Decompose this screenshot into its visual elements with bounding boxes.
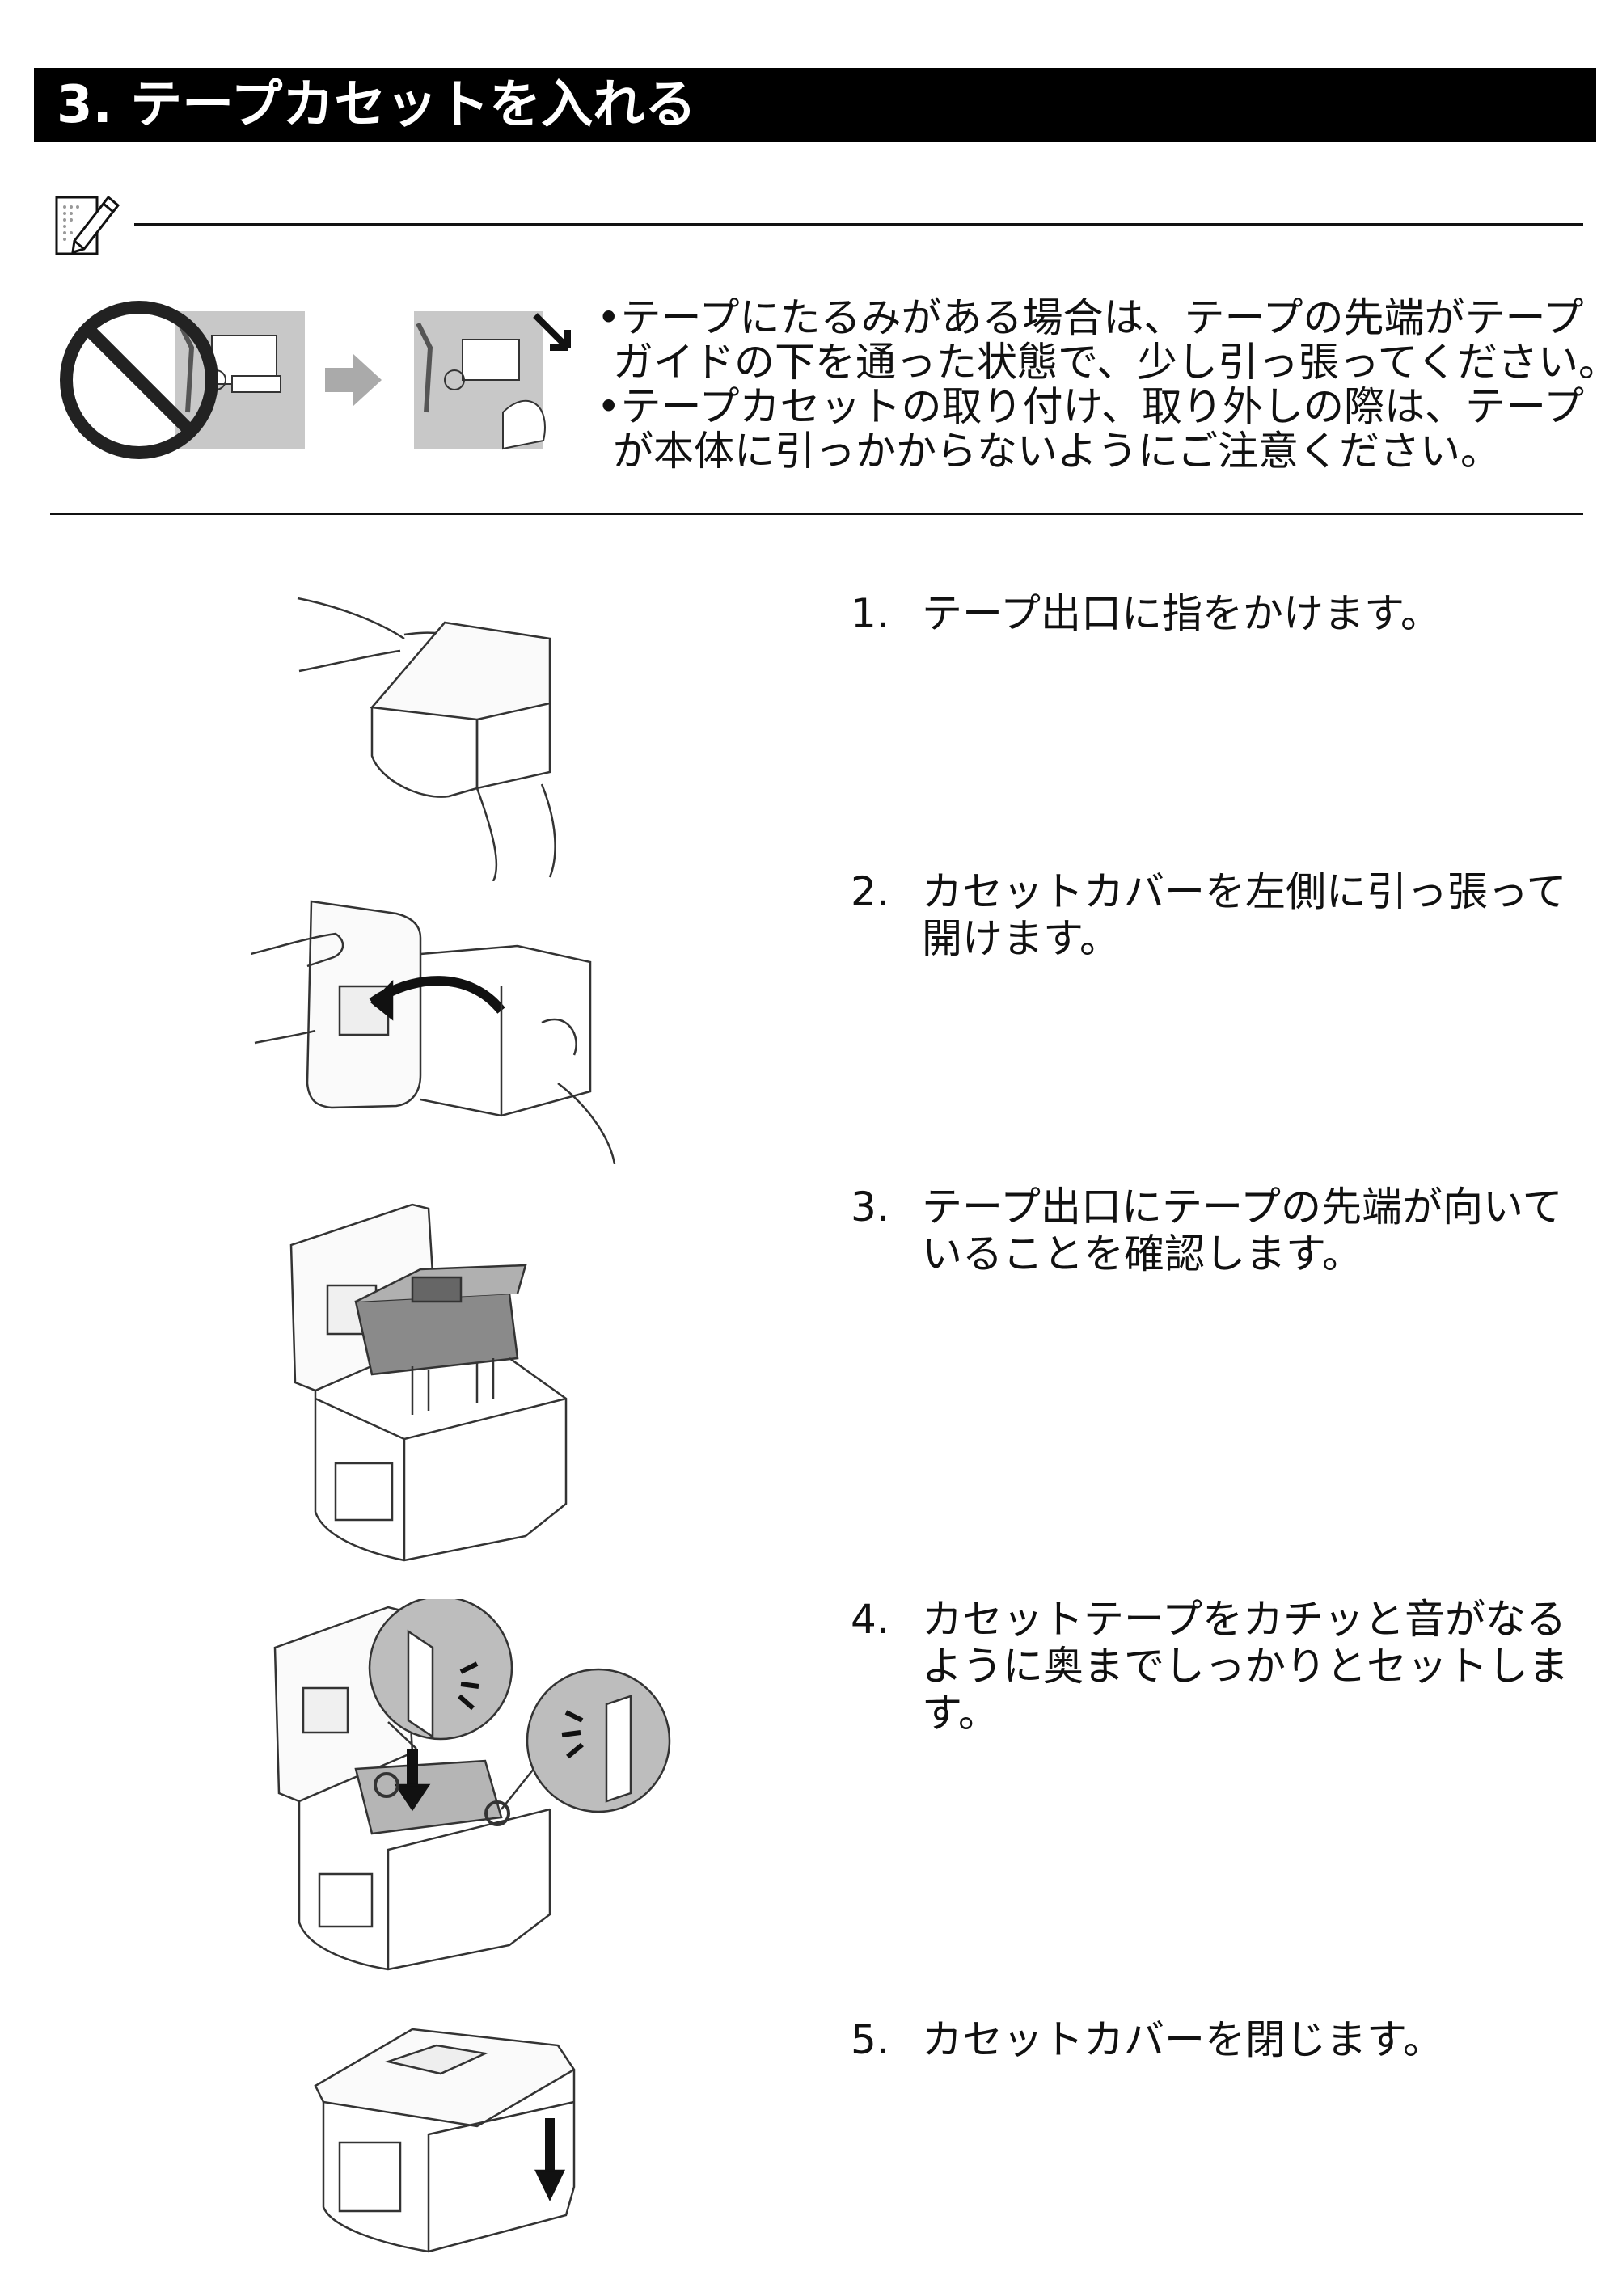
step-3: 3. テープ出口にテープの先端が向いて いることを確認します。 [851, 1184, 1595, 1281]
note-text: •テープにたるみがある場合は、テープの先端がテープ ガイドの下を通った状態で、少… [597, 294, 1618, 475]
step-number: 5. [851, 2016, 889, 2063]
step-number: 1. [851, 590, 889, 637]
step-text: テープ出口にテープの先端が向いて [922, 1184, 1563, 1230]
step-text: テープ出口に指をかけます。 [922, 590, 1441, 637]
note-bottom-divider [50, 513, 1583, 515]
step-5: 5. カセットカバーを閉じます。 [851, 2016, 1595, 2065]
tape-slack-figure [50, 291, 584, 469]
prohibited-icon [60, 301, 218, 459]
note-line: ガイドの下を通った状態で、少し引っ張ってください。 [613, 339, 1618, 386]
section-header: 3. テープカセットを入れる [34, 68, 1596, 142]
memo-pencil-icon [50, 186, 123, 259]
step-2: 2. カセットカバーを左側に引っ張って 開けます。 [851, 868, 1595, 965]
note-line: •テープにたるみがある場合は、テープの先端がテープ [597, 294, 1584, 341]
note-line: •テープカセットの取り付け、取り外しの際は、テープ [597, 383, 1584, 430]
section-title: 3. テープカセットを入れる [57, 75, 697, 135]
step-text: す。 [922, 1690, 999, 1737]
step-number: 4. [851, 1596, 889, 1643]
step-text: カセットカバーを閉じます。 [922, 2016, 1443, 2063]
step-text: ように奥までしっかりとセットしま [922, 1643, 1569, 1690]
step-number: 3. [851, 1184, 889, 1230]
note-top-divider [134, 223, 1583, 226]
right-arrow-icon [325, 354, 382, 406]
note-line: が本体に引っかからないようにご注意ください。 [613, 428, 1501, 475]
step-text: いることを確認します。 [922, 1230, 1362, 1277]
step-text: カセットカバーを左側に引っ張って [922, 868, 1567, 915]
step-text: カセットテープをカチッと音がなる [922, 1596, 1566, 1643]
step-text: 開けます。 [922, 915, 1120, 962]
step-4-illustration [267, 1599, 679, 1971]
step-1: 1. テープ出口に指をかけます。 [851, 590, 1595, 639]
step-1-illustration [291, 590, 566, 881]
step-3-illustration [267, 1197, 582, 1568]
correct-tape-illustration [414, 311, 571, 450]
step-5-illustration [299, 2013, 590, 2256]
step-4: 4. カセットテープをカチッと音がなる ように奥までしっかりとセットしま す。 [851, 1596, 1595, 1741]
step-number: 2. [851, 868, 889, 915]
step-2-illustration [251, 897, 631, 1164]
